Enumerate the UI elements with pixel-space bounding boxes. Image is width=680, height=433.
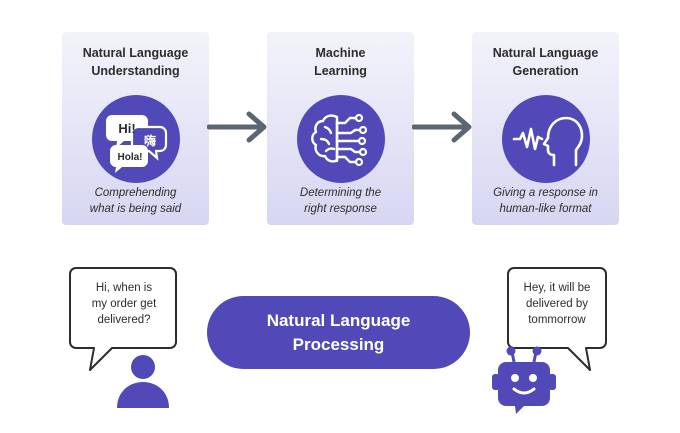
- card-nlg-description: Giving a response in human-like format: [493, 187, 598, 215]
- brain-circuit-icon: [297, 95, 385, 183]
- arrow-right-icon: [412, 111, 472, 143]
- speaking-head-icon: [502, 95, 590, 183]
- user-bubble-text: Hi, when is my order get delivered?: [91, 282, 157, 326]
- bubble-word-chinese: 嗨: [144, 133, 156, 148]
- bubble-word-hi: Hi!: [118, 121, 135, 136]
- arrow-right-icon: [207, 111, 267, 143]
- bubble-word-hola: Hola!: [118, 152, 143, 163]
- card-nlu: Natural Language Understanding Hi! 嗨 Hol…: [62, 32, 209, 225]
- bot-bubble-text: Hey, it will be delivered by tommorrow: [523, 282, 591, 326]
- user-avatar-icon: [117, 355, 169, 408]
- nlp-center-label: Natural Language Processing: [207, 296, 470, 369]
- speech-bubbles-icon: Hi! 嗨 Hola!: [92, 95, 180, 183]
- bot-speech-bubble: [507, 267, 607, 371]
- card-ml-title: Machine Learning: [314, 46, 367, 78]
- user-speech-bubble: [69, 267, 177, 371]
- card-nlg: Natural Language Generation Giving a res…: [472, 32, 619, 225]
- robot-icon: [492, 346, 556, 414]
- card-ml: Machine Learning: [267, 32, 414, 225]
- card-ml-description: Determining the right response: [299, 187, 382, 215]
- card-nlu-title: Natural Language Understanding: [82, 46, 189, 78]
- card-nlg-title: Natural Language Generation: [492, 46, 599, 78]
- card-nlu-description: Comprehending what is being said: [89, 187, 182, 215]
